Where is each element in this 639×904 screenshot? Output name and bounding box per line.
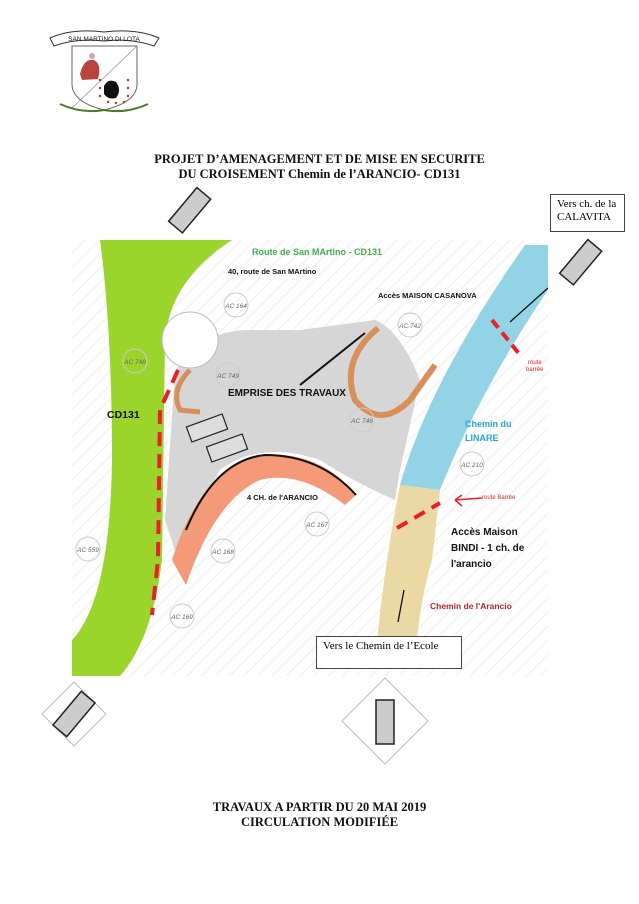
parcel-559: AC 559 bbox=[76, 547, 99, 554]
svg-text:SAN MARTINO DI LOTA: SAN MARTINO DI LOTA bbox=[68, 36, 140, 43]
sign-ecole-text: Vers le Chemin de l’Ecole bbox=[323, 640, 439, 652]
label-chemin-linare-1: Chemin du bbox=[465, 419, 512, 429]
car-icon bbox=[40, 680, 108, 748]
parcel-164: AC 164 bbox=[224, 303, 247, 310]
parcel-746: AC 746 bbox=[350, 418, 373, 425]
chemin-arancio-road bbox=[376, 485, 440, 650]
label-acces-bindi-3: l'arancio bbox=[451, 559, 492, 570]
barrier-cd131 bbox=[150, 369, 180, 616]
parcel-169: AC 169 bbox=[170, 614, 193, 621]
car-icon bbox=[158, 180, 220, 242]
label-route-barree-3: route Barrée bbox=[482, 495, 516, 501]
label-chemin-linare-2: LINARE bbox=[465, 433, 499, 443]
site-map: AC 164 AC 748 AC 749 AC 742 AC 746 AC 21… bbox=[72, 240, 548, 676]
page-title-line1: PROJET D’AMENAGEMENT ET DE MISE EN SECUR… bbox=[154, 152, 485, 166]
chemin-linare-road bbox=[400, 245, 548, 490]
car-icon bbox=[340, 676, 430, 766]
page-title-line2: DU CROISEMENT Chemin de l’ARANCIO- CD131 bbox=[178, 167, 461, 181]
label-cd131: CD131 bbox=[107, 409, 140, 421]
label-acces-bindi-2: BINDI - 1 ch. de bbox=[451, 543, 525, 554]
parcel-742: AC 742 bbox=[398, 323, 421, 330]
footer-line1: TRAVAUX A PARTIR DU 20 MAI 2019 bbox=[212, 800, 427, 814]
footer-line2: CIRCULATION MODIFIÉE bbox=[240, 815, 399, 829]
sign-calavita: Vers ch. de la CALAVITA bbox=[550, 194, 625, 232]
label-emprise-travaux: EMPRISE DES TRAVAUX bbox=[228, 388, 346, 399]
label-chemin-arancio: Chemin de l'Arancio bbox=[430, 601, 512, 611]
parcel-210: AC 210 bbox=[460, 462, 483, 469]
car-icon bbox=[549, 232, 611, 294]
parcel-748: AC 748 bbox=[123, 359, 146, 366]
sign-calavita-line2: CALAVITA bbox=[557, 211, 611, 223]
parcel-168: AC 168 bbox=[211, 549, 234, 556]
label-route-barree-2: barrée bbox=[526, 367, 544, 373]
label-route-barree-1: route bbox=[528, 360, 542, 366]
parcel-749: AC 749 bbox=[216, 373, 239, 380]
municipality-logo: SAN MARTINO DI LOTA bbox=[42, 24, 167, 114]
parcel-167: AC 167 bbox=[305, 522, 328, 529]
sign-ecole: Vers le Chemin de l’Ecole bbox=[316, 636, 462, 669]
barrier-linare bbox=[490, 318, 522, 357]
label-route-san-martino: Route de San MArtino - CD131 bbox=[252, 247, 382, 257]
barrier-bindi bbox=[395, 501, 442, 530]
label-acces-casanova: Accès MAISON CASANOVA bbox=[378, 291, 477, 300]
works-zone bbox=[165, 320, 420, 560]
sign-calavita-line1: Vers ch. de la bbox=[557, 198, 617, 210]
label-acces-bindi-1: Accès Maison bbox=[451, 527, 518, 538]
label-arancio-4: 4 CH. de l'ARANCIO bbox=[247, 493, 318, 502]
arancio-4-driveway bbox=[172, 454, 356, 585]
cd131-road bbox=[72, 240, 232, 676]
label-address-40: 40, route de San MArtino bbox=[228, 267, 317, 276]
